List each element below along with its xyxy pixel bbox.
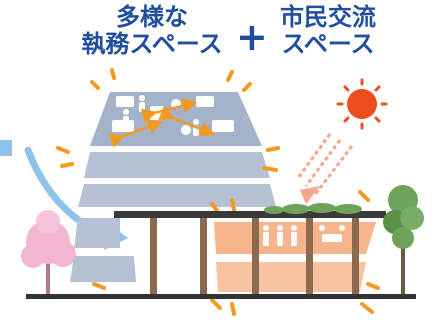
left-title-line2: 執務スペース xyxy=(81,30,223,58)
right-title-line2: スペース xyxy=(281,30,375,58)
wood-columns xyxy=(150,218,359,296)
pink-tree-icon xyxy=(21,210,76,294)
highlight-ticks xyxy=(56,68,380,316)
sun-icon xyxy=(336,78,388,130)
right-title: 市民交流 スペース xyxy=(268,4,388,58)
ground-line xyxy=(26,294,416,299)
right-title-line1: 市民交流 xyxy=(280,3,376,31)
civic-space xyxy=(214,222,376,292)
people-icon xyxy=(263,225,345,246)
left-title-line1: 多様な xyxy=(116,3,188,31)
roof-slab xyxy=(114,203,386,218)
plus-sign: + xyxy=(236,15,268,59)
left-title: 多様な 執務スペース xyxy=(62,4,242,58)
office-tower xyxy=(70,92,276,282)
green-roof xyxy=(264,203,362,214)
tree-icon xyxy=(383,185,424,294)
light-arrow-icon xyxy=(296,133,354,197)
